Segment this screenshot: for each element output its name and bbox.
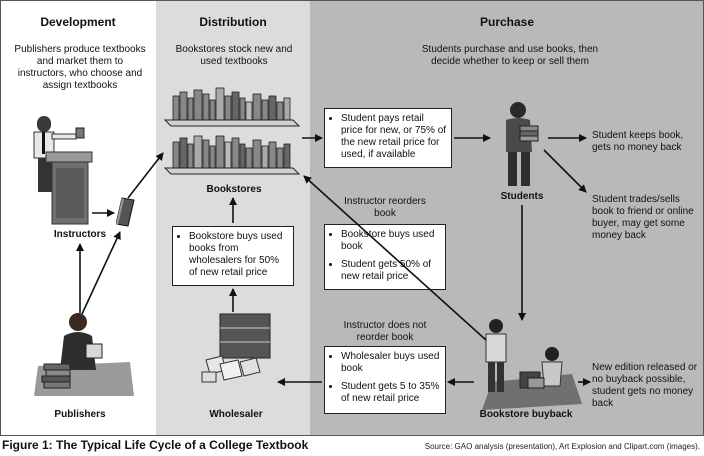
publishers-label: Publishers [54,409,106,420]
arrow-publishers-to-book [81,231,121,315]
arrow-book-to-bookstores [127,152,164,199]
student-pays-box: Student pays retail price for new, or 75… [324,108,452,168]
arrow-students-trade [543,149,587,193]
bookstore-shelves-image [163,87,301,175]
student-carrying-books-image [506,102,539,186]
development-heading: Development [40,15,116,29]
distribution-heading: Distribution [199,15,267,29]
box-item: Bookstore buys used books from wholesale… [189,231,289,279]
bookstore-buys-wholesaler-box: Bookstore buys used books from wholesale… [172,226,294,286]
outcome-trades: Student trades/sells book to friend or o… [592,194,694,241]
textbook-icon [116,197,135,227]
publisher-reading-image [34,313,134,396]
purchase-description: Students purchase and use books, then de… [421,44,599,67]
figure-caption: Figure 1: The Typical Life Cycle of a Co… [2,438,309,452]
distribution-description: Bookstores stock new and used textbooks [175,44,293,67]
development-description: Publishers produce textbooks and market … [14,44,146,91]
outcome-new-edition: New edition released or no buyback possi… [592,362,698,409]
wholesaler-warehouse-image [201,313,271,383]
reorder-box: Bookstore buys used book Student gets 50… [324,224,446,290]
outcome-keeps: Student keeps book, gets no money back [592,130,684,153]
flow-arrows [76,134,591,386]
arrow-buyback-to-bookstores [303,175,487,341]
instructor-lectern-image [33,116,93,225]
box-item: Bookstore buys used book [341,229,441,253]
instructors-label: Instructors [53,229,107,240]
box-item: Student pays retail price for new, or 75… [341,113,447,161]
no-reorder-box: Wholesaler buys used book Student gets 5… [324,346,446,414]
purchase-heading: Purchase [479,15,535,29]
instructor-reorders-label: Instructor reorders book [344,196,426,219]
wholesaler-label: Wholesaler [209,409,263,420]
box-item: Student gets 50% of new retail price [341,259,441,283]
students-label: Students [500,191,544,202]
bookstore-buyback-image [482,319,582,410]
instructor-not-reorder-label: Instructor does not reorder book [343,320,427,343]
box-item: Wholesaler buys used book [341,351,441,375]
figure-source: Source: GAO analysis (presentation), Art… [424,442,700,451]
box-item: Student gets 5 to 35% of new retail pric… [341,381,441,405]
bookstores-label: Bookstores [206,184,262,195]
bookstore-buyback-label: Bookstore buyback [479,409,573,420]
